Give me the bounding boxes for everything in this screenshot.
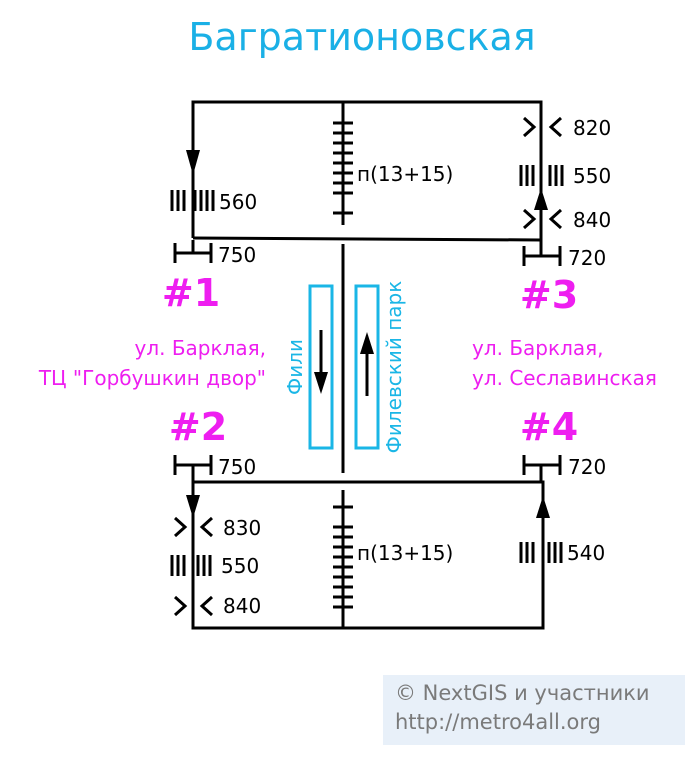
bottom-left-row-1: 830	[223, 516, 261, 540]
bottom-right-arrow-icon	[536, 496, 550, 540]
track-right-arrow-icon	[360, 332, 374, 396]
exit-3-line-2: ул. Сеславинская	[472, 366, 657, 390]
top-left-turnstiles-icon	[170, 190, 215, 211]
top-stairs-label: п(13+15)	[357, 162, 453, 186]
bottom-left-gate-1-icon	[173, 516, 214, 538]
top-stairs-icon	[333, 102, 353, 225]
top-right-gate-2-icon	[522, 208, 563, 230]
top-right-gate-1-icon	[522, 116, 563, 138]
exit-1-line-1: ул. Барклая,	[134, 336, 266, 360]
exit-1-number: #1	[162, 271, 220, 315]
top-left-value: 560	[219, 190, 257, 214]
station-title: Багратионовская	[188, 15, 535, 59]
credit-copyright: © NextGIS и участники	[395, 681, 650, 705]
top-right-turnstiles-icon	[519, 165, 564, 186]
top-left-width-icon	[173, 240, 213, 263]
track-left-box	[308, 284, 334, 450]
bottom-left-row-2: 550	[221, 554, 259, 578]
track-left-label: Фили	[283, 339, 307, 395]
exit-3-number: #3	[520, 273, 578, 317]
top-right-row-2: 550	[573, 164, 611, 188]
top-right-row-1: 820	[573, 116, 611, 140]
track-left-arrow-icon	[314, 330, 328, 394]
top-right-width-icon	[522, 240, 562, 266]
credit-box: © NextGIS и участники http://metro4all.o…	[383, 675, 685, 745]
bottom-right-turnstiles-icon	[519, 542, 563, 563]
top-left-width: 750	[218, 243, 256, 267]
bottom-left-turnstiles-icon	[170, 555, 212, 576]
bottom-left-arrow-icon	[186, 485, 200, 518]
exit-4-number: #4	[520, 405, 578, 449]
top-left-arrow-icon	[186, 140, 200, 175]
exit-1-line-2: ТЦ "Горбушкин двор"	[38, 366, 266, 390]
top-right-width: 720	[568, 246, 606, 270]
bottom-right-width-icon	[522, 455, 562, 482]
bottom-left-width-icon	[173, 455, 213, 482]
top-right-row-3: 840	[573, 208, 611, 232]
bottom-left-width: 750	[218, 455, 256, 479]
track-right-label: Филевский парк	[382, 281, 406, 454]
track-right-box	[354, 284, 380, 450]
credit-link[interactable]: http://metro4all.org	[395, 710, 601, 734]
bottom-stairs-icon	[333, 490, 353, 628]
exit-2-number: #2	[169, 405, 227, 449]
bottom-vestibule	[191, 480, 545, 630]
bottom-right-value: 540	[567, 541, 605, 565]
bottom-left-gate-2-icon	[173, 595, 214, 617]
bottom-left-row-3: 840	[223, 594, 261, 618]
bottom-stairs-label: п(13+15)	[357, 541, 453, 565]
exit-3-line-1: ул. Барклая,	[472, 336, 604, 360]
top-right-arrow-icon	[534, 188, 548, 240]
bottom-right-width: 720	[568, 455, 606, 479]
